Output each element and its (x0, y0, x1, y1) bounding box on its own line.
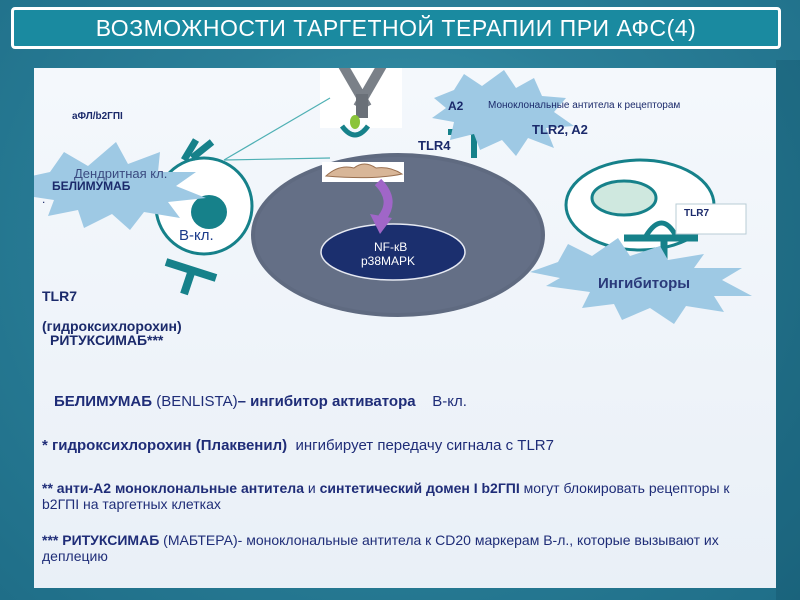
title-bar: ВОЗМОЖНОСТИ ТАРГЕТНОЙ ТЕРАПИИ ПРИ АФС(4) (11, 7, 781, 49)
rtx-star: *** (42, 532, 62, 548)
belimumab-target: В-кл. (432, 393, 467, 410)
b-cell-label: В-кл. (179, 227, 214, 244)
tlr7-right-label: TLR7 (684, 208, 709, 219)
rituximab-label: РИТУКСИМАБ*** (50, 332, 163, 348)
anti-mid: и (304, 480, 320, 496)
nfkb-label: NF-кB (374, 240, 407, 254)
tlr2-a2-label: TLR2, A2 (532, 122, 588, 137)
belimumab-desc: – ингибитор активатора (238, 393, 416, 410)
tlr4-label: TLR4 (418, 138, 451, 153)
tlr7-left-label: TLR7 (42, 288, 77, 304)
hcq-name: гидроксихлорохин (Плаквенил) (52, 437, 287, 454)
anti-bold: анти-А2 моноклональные антитела (57, 480, 304, 496)
dendritic-nucleus (592, 181, 656, 215)
belimumab-brand: (BENLISTA) (152, 393, 238, 410)
hcq-desc: ингибирует передачу сигнала с TLR7 (295, 437, 554, 454)
dot-label: . (42, 192, 45, 206)
inhibitors-label: Ингибиторы (598, 275, 690, 292)
anti-bold2: синтетический домен I b2ГПI (320, 480, 520, 496)
note-belimumab: БЕЛИМУМАБ (BENLISTA)– ингибитор активато… (54, 394, 774, 410)
link-line-2 (224, 158, 330, 160)
note-rituximab: *** РИТУКСИМАБ (МАБТЕРА)- моноклональные… (42, 532, 762, 564)
right-edge-shadow (776, 60, 800, 600)
note-anti-a2: ** анти-А2 моноклональные антитела и син… (42, 480, 762, 512)
anti-star: ** (42, 480, 57, 496)
afl-label: аФЛ/b2ГПI (72, 111, 123, 122)
a2-label: A2 (448, 99, 463, 113)
slide-title: ВОЗМОЖНОСТИ ТАРГЕТНОЙ ТЕРАПИИ ПРИ АФС(4) (96, 15, 697, 42)
burst-mono-ab (432, 70, 574, 156)
link-line-1 (224, 98, 330, 160)
content-panel: аФЛ/b2ГПI Дендритная кл. БЕЛИМУМАБ . В-к… (34, 68, 776, 588)
belimumab-badge: БЕЛИМУМАБ (52, 179, 130, 193)
b-cell-nucleus (191, 195, 227, 229)
p38-label: p38MAPK (361, 254, 415, 268)
mono-ab-label: Моноклональные антитела к рецепторам (488, 100, 680, 111)
receptor-bulb (350, 115, 360, 129)
rtx-name: РИТУКСИМАБ (62, 532, 159, 548)
tlr7-receptor-stem (184, 270, 192, 294)
belimumab-name: БЕЛИМУМАБ (54, 393, 152, 410)
note-hcq: * гидроксихлорохин (Плаквенил) ингибируе… (42, 438, 762, 454)
hcq-star: * (42, 437, 52, 454)
